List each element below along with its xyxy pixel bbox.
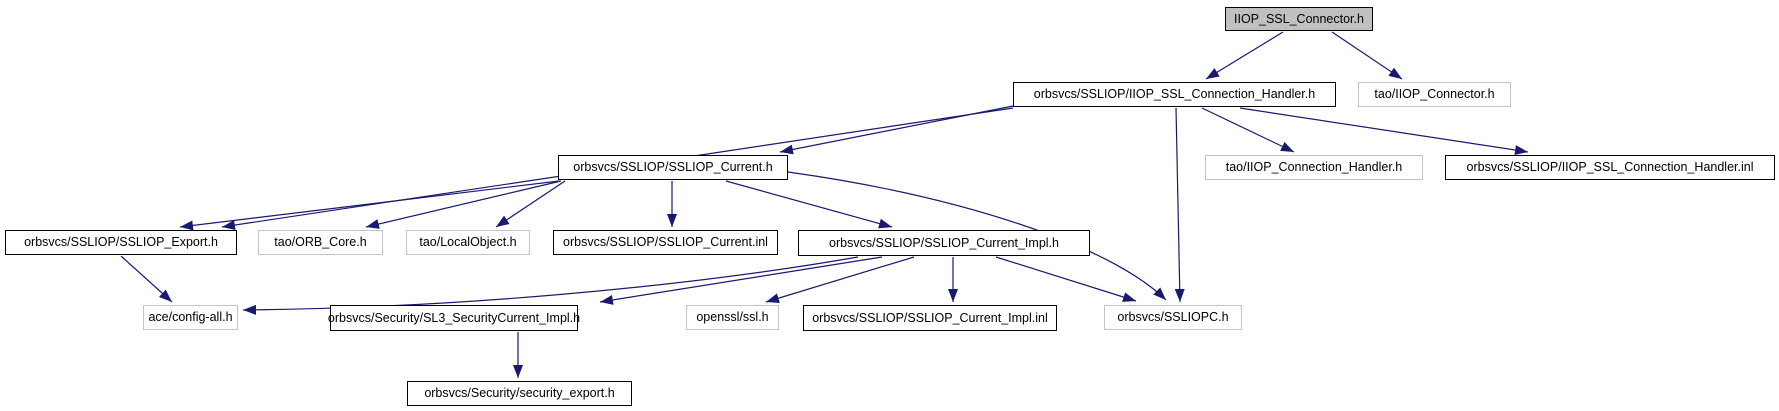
node-sl3-securitycurrent-impl-h[interactable]: orbsvcs/Security/SL3_SecurityCurrent_Imp… <box>328 305 580 331</box>
node-ssliop-current-inl[interactable]: orbsvcs/SSLIOP/SSLIOP_Current.inl <box>553 230 778 255</box>
node-tao-iiop-connection-handler-h: tao/IIOP_Connection_Handler.h <box>1205 155 1423 180</box>
node-iiop-ssl-connection-handler-h[interactable]: orbsvcs/SSLIOP/IIOP_SSL_Connection_Handl… <box>1013 82 1336 107</box>
node-tao-localobject-h: tao/LocalObject.h <box>406 230 530 255</box>
edge-current-to-localobject <box>495 180 566 228</box>
edge-handler-to-tao-connection-handler <box>1201 107 1295 153</box>
node-ssliop-current-impl-inl[interactable]: orbsvcs/SSLIOP/SSLIOP_Current_Impl.inl <box>803 305 1057 331</box>
edge-current-impl-to-openssl <box>765 256 915 304</box>
edge-handler-to-handler-inl <box>1239 107 1529 155</box>
node-ssliopc-h: orbsvcs/SSLIOPC.h <box>1104 305 1242 330</box>
edge-current-impl-to-config-all <box>242 256 859 315</box>
node-iiop-ssl-connection-handler-inl[interactable]: orbsvcs/SSLIOP/IIOP_SSL_Connection_Handl… <box>1445 155 1775 180</box>
edge-current-impl-to-ssliopc <box>995 256 1137 302</box>
node-ssliop-current-h[interactable]: orbsvcs/SSLIOP/SSLIOP_Current.h <box>558 155 788 180</box>
node-ssliop-export-h[interactable]: orbsvcs/SSLIOP/SSLIOP_Export.h <box>5 230 237 255</box>
node-openssl-ssl-h: openssl/ssl.h <box>686 305 779 330</box>
edge-current-to-current-impl <box>725 180 893 229</box>
edge-export-to-config-all <box>120 255 173 303</box>
edge-connector-to-tao-connector <box>1331 31 1403 80</box>
node-tao-orb-core-h: tao/ORB_Core.h <box>258 230 383 255</box>
edge-current-impl-to-sl3 <box>599 256 883 305</box>
edge-current-to-export <box>179 180 560 231</box>
node-tao-iiop-connector-h: tao/IIOP_Connector.h <box>1358 82 1511 107</box>
edge-connector-to-handler <box>1205 31 1284 80</box>
node-iiop-ssl-connector-h: IIOP_SSL_Connector.h <box>1225 7 1373 31</box>
node-ssliop-current-impl-h[interactable]: orbsvcs/SSLIOP/SSLIOP_Current_Impl.h <box>798 230 1090 256</box>
node-ace-config-all-h: ace/config-all.h <box>143 305 238 330</box>
edge-current-to-orb-core <box>365 180 562 229</box>
node-security-export-h[interactable]: orbsvcs/Security/security_export.h <box>407 381 632 406</box>
edge-handler-to-ssliopc <box>1174 107 1185 303</box>
edge-current-to-ssliopc <box>787 171 1167 301</box>
